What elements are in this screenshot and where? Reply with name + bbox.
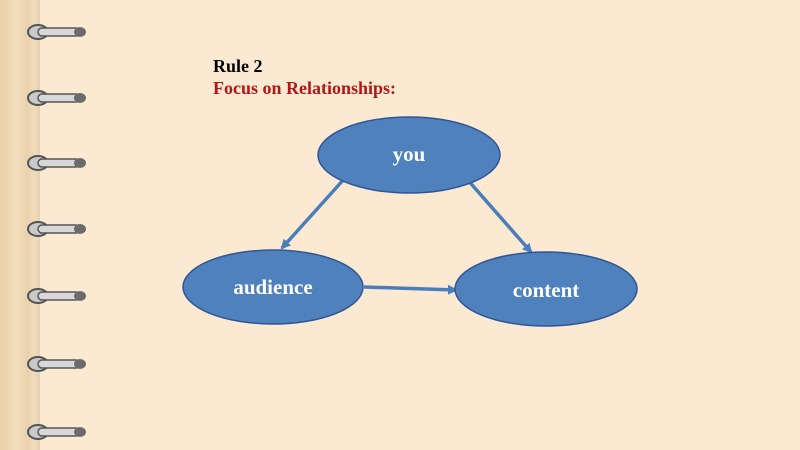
spiral-ring-icon (27, 356, 86, 372)
node-you-shape (317, 116, 501, 194)
node-content: content (454, 251, 638, 327)
node-content-shape (454, 251, 638, 327)
edge-you-audience-arrow (280, 176, 347, 250)
spiral-ring-icon (27, 24, 86, 40)
node-you: you (317, 116, 501, 194)
spiral-ring-icon (27, 90, 86, 106)
spiral-ring-icon (27, 288, 86, 304)
node-audience-label: audience (233, 275, 312, 299)
node-audience: audience (182, 249, 364, 325)
slide-subtitle: Focus on Relationships: (213, 78, 397, 98)
node-audience-shape (182, 249, 364, 325)
slide-title: Rule 2 (213, 56, 263, 76)
spiral-ring-icon (27, 221, 86, 237)
node-content-label: content (513, 278, 580, 302)
node-you-label: you (393, 142, 426, 166)
edge-audience-content-arrow (363, 284, 458, 295)
edge-you-content-arrow (464, 176, 533, 254)
spiral-ring-icon (27, 155, 86, 171)
spiral-ring-icon (27, 424, 86, 440)
